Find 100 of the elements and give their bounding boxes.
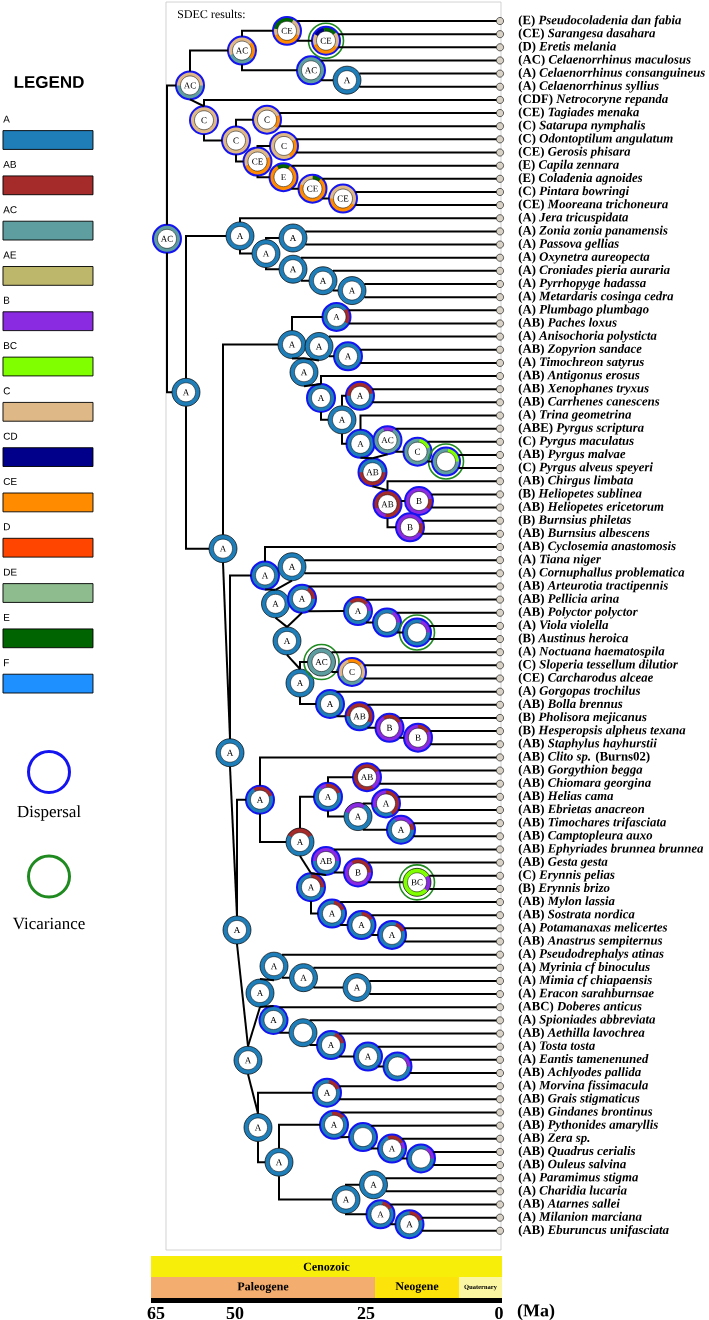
branch-line xyxy=(371,388,498,391)
branch-line xyxy=(295,151,498,154)
branch-line xyxy=(290,164,498,167)
species-label: (A) Trina geometrina xyxy=(518,409,632,422)
branch-line xyxy=(378,782,498,785)
branch-line xyxy=(308,1019,498,1022)
branch-line xyxy=(359,414,498,431)
branch-line xyxy=(320,375,498,385)
branch-line xyxy=(299,661,309,671)
branch-line xyxy=(358,85,498,88)
branch-line xyxy=(338,1085,498,1088)
species-label: (AB) Heliopetes ericetorum xyxy=(518,501,664,514)
species-label: (A) Charidia lucaria xyxy=(518,1185,627,1198)
branch-line xyxy=(395,611,498,614)
species-label: (D) Eretis melania xyxy=(518,41,616,54)
branch-line xyxy=(389,1223,397,1226)
branch-line xyxy=(358,72,498,75)
branch-line xyxy=(420,1229,498,1232)
branch-line xyxy=(331,289,339,292)
area-circle xyxy=(348,1122,378,1153)
branch-line xyxy=(295,19,498,22)
branch-line xyxy=(341,432,348,445)
branch-line xyxy=(395,631,404,634)
species-label: (A) Myrinia cf binoculus xyxy=(518,961,650,974)
species-label: (B) Heliopetes sublinea xyxy=(518,488,642,501)
branch-line xyxy=(397,795,498,798)
area-circle xyxy=(382,1051,413,1082)
branch-line xyxy=(339,1111,498,1114)
species-label: (C) Pyrgus maculatus xyxy=(518,436,634,448)
species-label: (AB) Camptopleura auxo xyxy=(518,830,653,843)
species-label: (A) Paramimus stigma xyxy=(518,1172,639,1184)
species-label: (AB) Xenophanes tryxus xyxy=(518,383,649,396)
branch-line xyxy=(299,696,317,705)
branch-line xyxy=(386,517,397,529)
branch-line xyxy=(303,559,498,562)
branch-line xyxy=(354,204,498,207)
branch-line xyxy=(394,450,405,453)
axis-tick-label: 25 xyxy=(357,1306,375,1320)
branch-line xyxy=(274,616,288,628)
area-circle xyxy=(288,1018,318,1048)
branch-line xyxy=(368,979,498,982)
branch-line xyxy=(421,519,498,522)
species-label: (A) Viola violella xyxy=(518,620,609,632)
species-label: (A) Eracon sarahburnsae xyxy=(518,988,654,1000)
species-label: (AB) Chirgus limbata xyxy=(518,475,634,488)
branch-line xyxy=(408,1058,498,1061)
branch-line xyxy=(265,237,280,241)
branch-line xyxy=(354,190,498,193)
branch-line xyxy=(278,1175,333,1201)
species-label: (ABE) Pyrgus scriptura xyxy=(518,422,644,435)
species-label: (AB) Achlyodes pallida xyxy=(518,1067,641,1079)
branch-line xyxy=(247,1006,261,1048)
branch-line xyxy=(235,118,254,128)
branch-line xyxy=(359,456,374,460)
branch-line xyxy=(290,187,300,190)
species-label: (A) Oxynetra aureopecta xyxy=(518,251,650,264)
species-label: (AB) Zera sp. xyxy=(518,1132,590,1145)
panel-heading: SDEC results: xyxy=(178,9,245,19)
species-label: (AB) Zopyrion sandace xyxy=(518,343,642,356)
branch-line xyxy=(359,361,498,364)
species-label: (C) Sloperia tessellum dilutior xyxy=(518,659,678,672)
species-label: (AB) Carrhenes canescens xyxy=(518,396,660,409)
species-label: (A) Timochreon satyrus xyxy=(518,357,644,369)
species-label: (AB) Pythonides amaryllis xyxy=(518,1119,658,1132)
species-label: (A) Pyrrhopyge hadassa xyxy=(518,278,646,290)
branch-line xyxy=(430,506,498,509)
branch-line xyxy=(327,809,345,818)
branch-line xyxy=(400,499,406,502)
branch-line xyxy=(286,653,301,671)
species-label: (A) Croniades pieria auraria xyxy=(518,265,670,277)
branch-line xyxy=(370,1147,379,1150)
branch-line xyxy=(428,638,498,641)
branch-line xyxy=(457,453,498,456)
branch-line xyxy=(236,798,247,917)
branch-line xyxy=(412,835,498,838)
branch-line xyxy=(330,651,498,654)
branch-line xyxy=(229,574,252,740)
branch-line xyxy=(241,63,298,72)
branch-line xyxy=(428,887,498,890)
branch-line xyxy=(278,1123,321,1150)
branch-line xyxy=(430,493,498,496)
branch-line xyxy=(239,248,253,255)
branch-line xyxy=(189,98,205,108)
species-label: (A) Cornuphallus problematica xyxy=(518,567,685,580)
species-label: (A) Celaenorrhinus consanguineus xyxy=(518,67,705,80)
branch-line xyxy=(338,1032,498,1035)
species-label: (AB) Burnsius albescens xyxy=(518,528,650,540)
branch-line xyxy=(235,153,245,163)
branch-line xyxy=(295,138,498,141)
branch-line xyxy=(320,410,329,421)
species-label: (AB) Atarnes sallei xyxy=(518,1198,620,1211)
branch-line xyxy=(366,861,498,864)
legend-label: Vicariance xyxy=(12,917,85,930)
species-label: (A) Celaenorrhinus syllius xyxy=(518,80,659,93)
branch-line xyxy=(378,769,498,772)
branch-line xyxy=(338,1055,355,1058)
branch-line xyxy=(310,900,319,915)
branch-line xyxy=(335,690,498,693)
species-label: (AB) Clito sp. (Burns02) xyxy=(518,751,650,764)
legend-label: F xyxy=(4,659,9,667)
